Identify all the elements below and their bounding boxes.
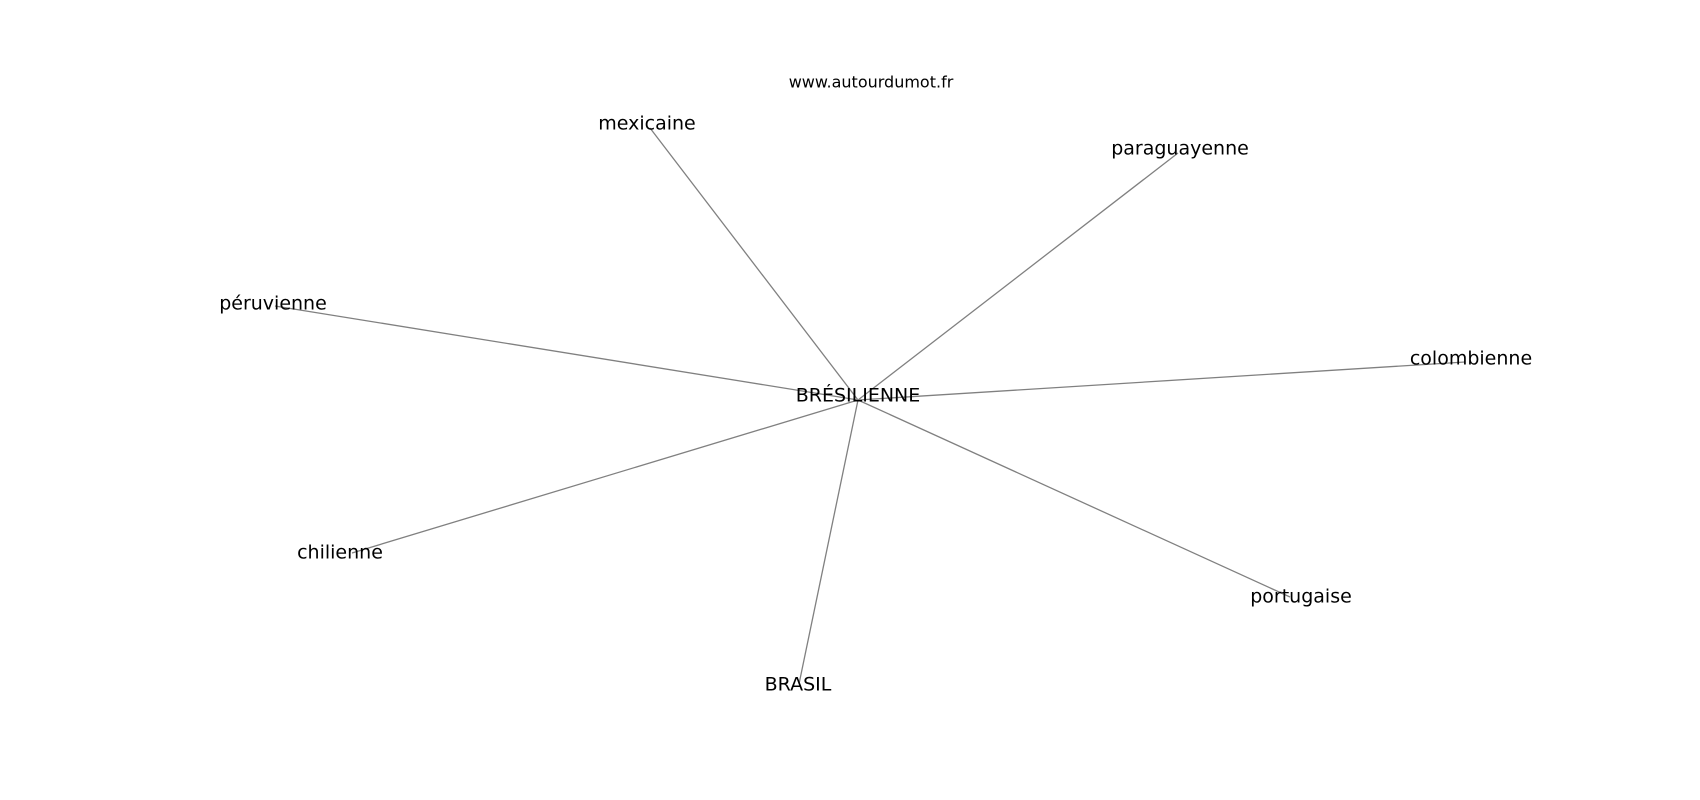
node-label-mexicaine[interactable]: mexicaine [598, 113, 696, 135]
watermark-text: www.autourdumot.fr [789, 73, 954, 92]
node-label-colombienne[interactable]: colombienne [1410, 348, 1532, 370]
graph-labels: www.autourdumot.fr BRÉSILIENNE mexicaine… [219, 73, 1532, 696]
edge-chilienne [351, 399, 859, 554]
edge-portugaise [857, 399, 1291, 598]
node-label-paraguayenne[interactable]: paraguayenne [1111, 138, 1249, 160]
node-label-portugaise[interactable]: portugaise [1250, 586, 1352, 608]
edge-mexicaine [649, 127, 859, 401]
edge-paraguayenne [857, 152, 1179, 401]
graph-edges [274, 127, 1466, 685]
edge-brasil [798, 399, 859, 685]
node-label-peruvienne[interactable]: péruvienne [219, 293, 327, 315]
edge-peruvienne [274, 305, 859, 401]
node-label-center[interactable]: BRÉSILIENNE [796, 384, 921, 407]
node-label-chilienne[interactable]: chilienne [297, 542, 383, 564]
edge-colombienne [857, 361, 1466, 401]
node-label-brasil[interactable]: BRASIL [765, 674, 832, 696]
